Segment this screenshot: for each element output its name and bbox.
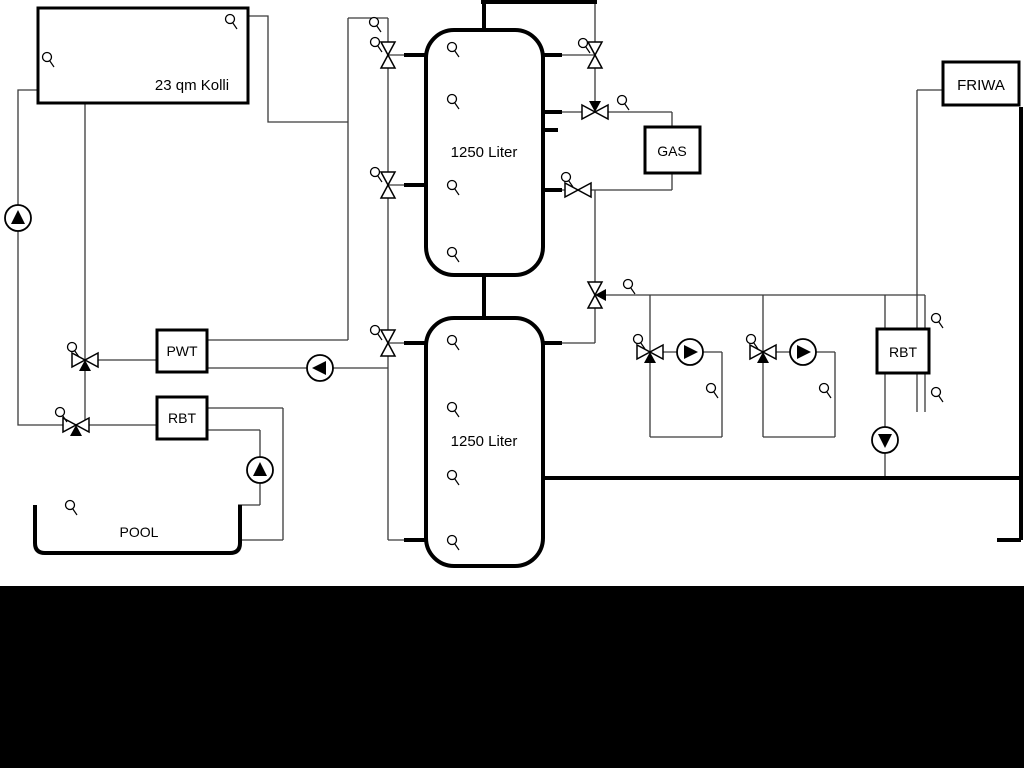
pump-icon [4, 204, 32, 232]
collector-box: 23 qm Kolli [36, 6, 250, 105]
pool-label: POOL [120, 524, 159, 540]
pump-icon [789, 338, 817, 366]
friwa-label: FRIWA [957, 77, 1005, 94]
rbt-left-label: RBT [168, 410, 196, 426]
buffer-tank-lower: 1250 Liter [424, 316, 545, 568]
pump-icon [676, 338, 704, 366]
pwt-label: PWT [166, 343, 198, 359]
pipes-thick [404, 0, 1023, 542]
friwa-box: FRIWA [941, 60, 1021, 107]
collector-label: 23 qm Kolli [155, 77, 229, 94]
bottom-black-bar [0, 586, 1024, 768]
pump-icon [306, 354, 334, 382]
tank-lower-label: 1250 Liter [451, 433, 518, 450]
pool-basin: POOL [33, 505, 242, 555]
tank-upper-label: 1250 Liter [451, 144, 518, 161]
rbt-right-label: RBT [889, 344, 917, 360]
buffer-tank-upper: 1250 Liter [424, 28, 545, 277]
pump-icon [871, 426, 899, 454]
rbt-right-box: RBT [875, 327, 931, 375]
gas-label: GAS [657, 143, 687, 159]
pwt-box: PWT [155, 328, 209, 374]
rbt-left-box: RBT [155, 395, 209, 441]
pump-icon [246, 456, 274, 484]
gas-boiler-box: GAS [643, 125, 702, 175]
